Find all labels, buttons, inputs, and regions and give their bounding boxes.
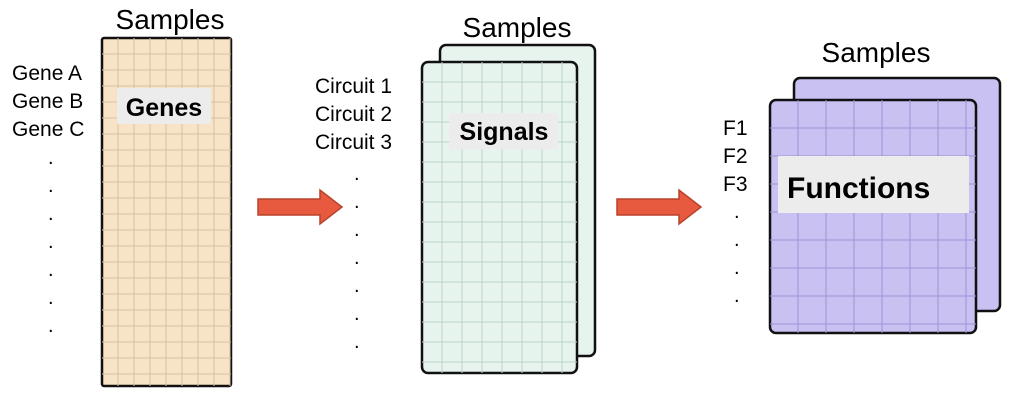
functions-samples-header: Samples (822, 37, 931, 68)
continuation-dot: . (48, 315, 54, 337)
signals-samples-header: Samples (463, 12, 572, 43)
continuation-dot: . (734, 229, 740, 251)
signals-title: Signals (460, 118, 549, 146)
signals-matrix (420, 60, 579, 375)
continuation-dot: . (48, 259, 54, 281)
functions-matrix (768, 98, 978, 335)
circuit-label: Circuit 3 (315, 131, 392, 154)
right-arrow-icon (616, 188, 703, 226)
circuit-label: Circuit 1 (315, 75, 392, 98)
gene-label: Gene A (12, 62, 82, 85)
signals-title-box (449, 113, 558, 149)
gene-label: Gene C (12, 118, 84, 141)
continuation-dot: . (354, 303, 360, 325)
continuation-dot: . (354, 191, 360, 213)
genes-samples-header: Samples (116, 4, 225, 35)
continuation-dot: . (48, 203, 54, 225)
continuation-dot: . (354, 163, 360, 185)
function-label: F2 (723, 145, 748, 168)
function-label: F1 (723, 117, 748, 140)
continuation-dot: . (734, 201, 740, 223)
continuation-dot: . (734, 285, 740, 307)
continuation-dot: . (48, 147, 54, 169)
function-label: F3 (723, 173, 748, 196)
continuation-dot: . (354, 275, 360, 297)
circuit-label: Circuit 2 (315, 103, 392, 126)
gene-label: Gene B (12, 90, 83, 113)
continuation-dot: . (734, 257, 740, 279)
continuation-dot: . (48, 287, 54, 309)
right-arrow-icon (257, 188, 344, 226)
signals-stage: Samples Signals Circuit 1 Circuit 2 Circ… (315, 12, 597, 375)
functions-title: Functions (787, 172, 930, 205)
functions-stage: Samples Functions F1 F2 F3 . . . . (723, 37, 1002, 335)
functions-title-box (778, 156, 969, 213)
continuation-dot: . (48, 175, 54, 197)
continuation-dot: . (48, 231, 54, 253)
genes-title: Genes (126, 94, 202, 122)
continuation-dot: . (354, 331, 360, 353)
continuation-dot: . (354, 247, 360, 269)
genes-stage: Samples Genes Gene A Gene B Gene C . . .… (12, 4, 233, 388)
continuation-dot: . (354, 219, 360, 241)
genes-title-box (117, 88, 211, 124)
